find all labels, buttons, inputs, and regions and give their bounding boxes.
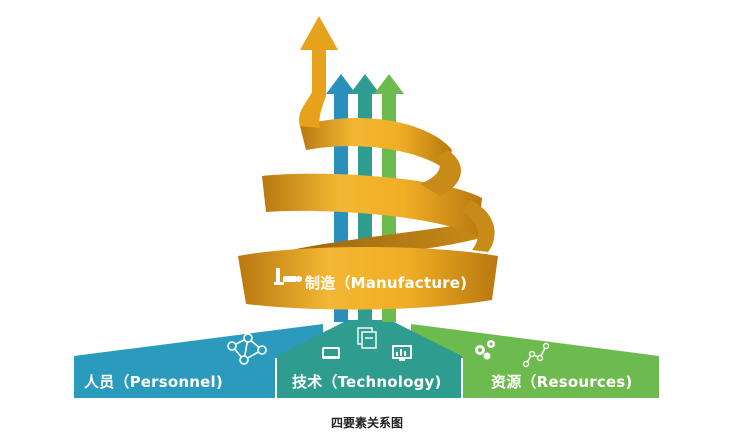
document-stack-icon [357, 327, 377, 349]
monitor-chart-icon [392, 345, 412, 361]
personnel-label: 人员（Personnel) [84, 373, 223, 391]
technology-label: 技术（Technology) [292, 373, 442, 391]
personnel-base [74, 324, 323, 398]
robot-arm-icon [274, 268, 302, 285]
figure-caption: 四要素关系图 [330, 416, 403, 430]
manufacture-label: 制造（Manufacture) [305, 274, 468, 292]
gears-icon [475, 340, 495, 360]
network-people-icon [227, 333, 267, 365]
resources-label: 资源（Resources) [491, 373, 633, 391]
tablet-icon [322, 347, 340, 359]
nodes-icon [522, 342, 550, 368]
manufacture-spiral [238, 16, 498, 310]
technology-base [276, 320, 462, 398]
resources-base [411, 324, 659, 398]
